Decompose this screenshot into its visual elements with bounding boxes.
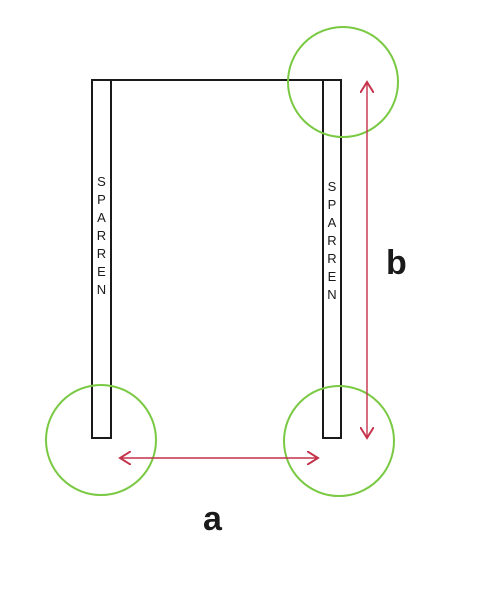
rafter-right — [322, 79, 342, 439]
circle-top-right — [287, 26, 399, 138]
circle-bottom-right — [283, 385, 395, 497]
rafter-left — [91, 79, 112, 439]
dimension-label-a: a — [203, 500, 223, 538]
dimension-label-b: b — [386, 244, 407, 282]
circle-bottom-left — [45, 384, 157, 496]
